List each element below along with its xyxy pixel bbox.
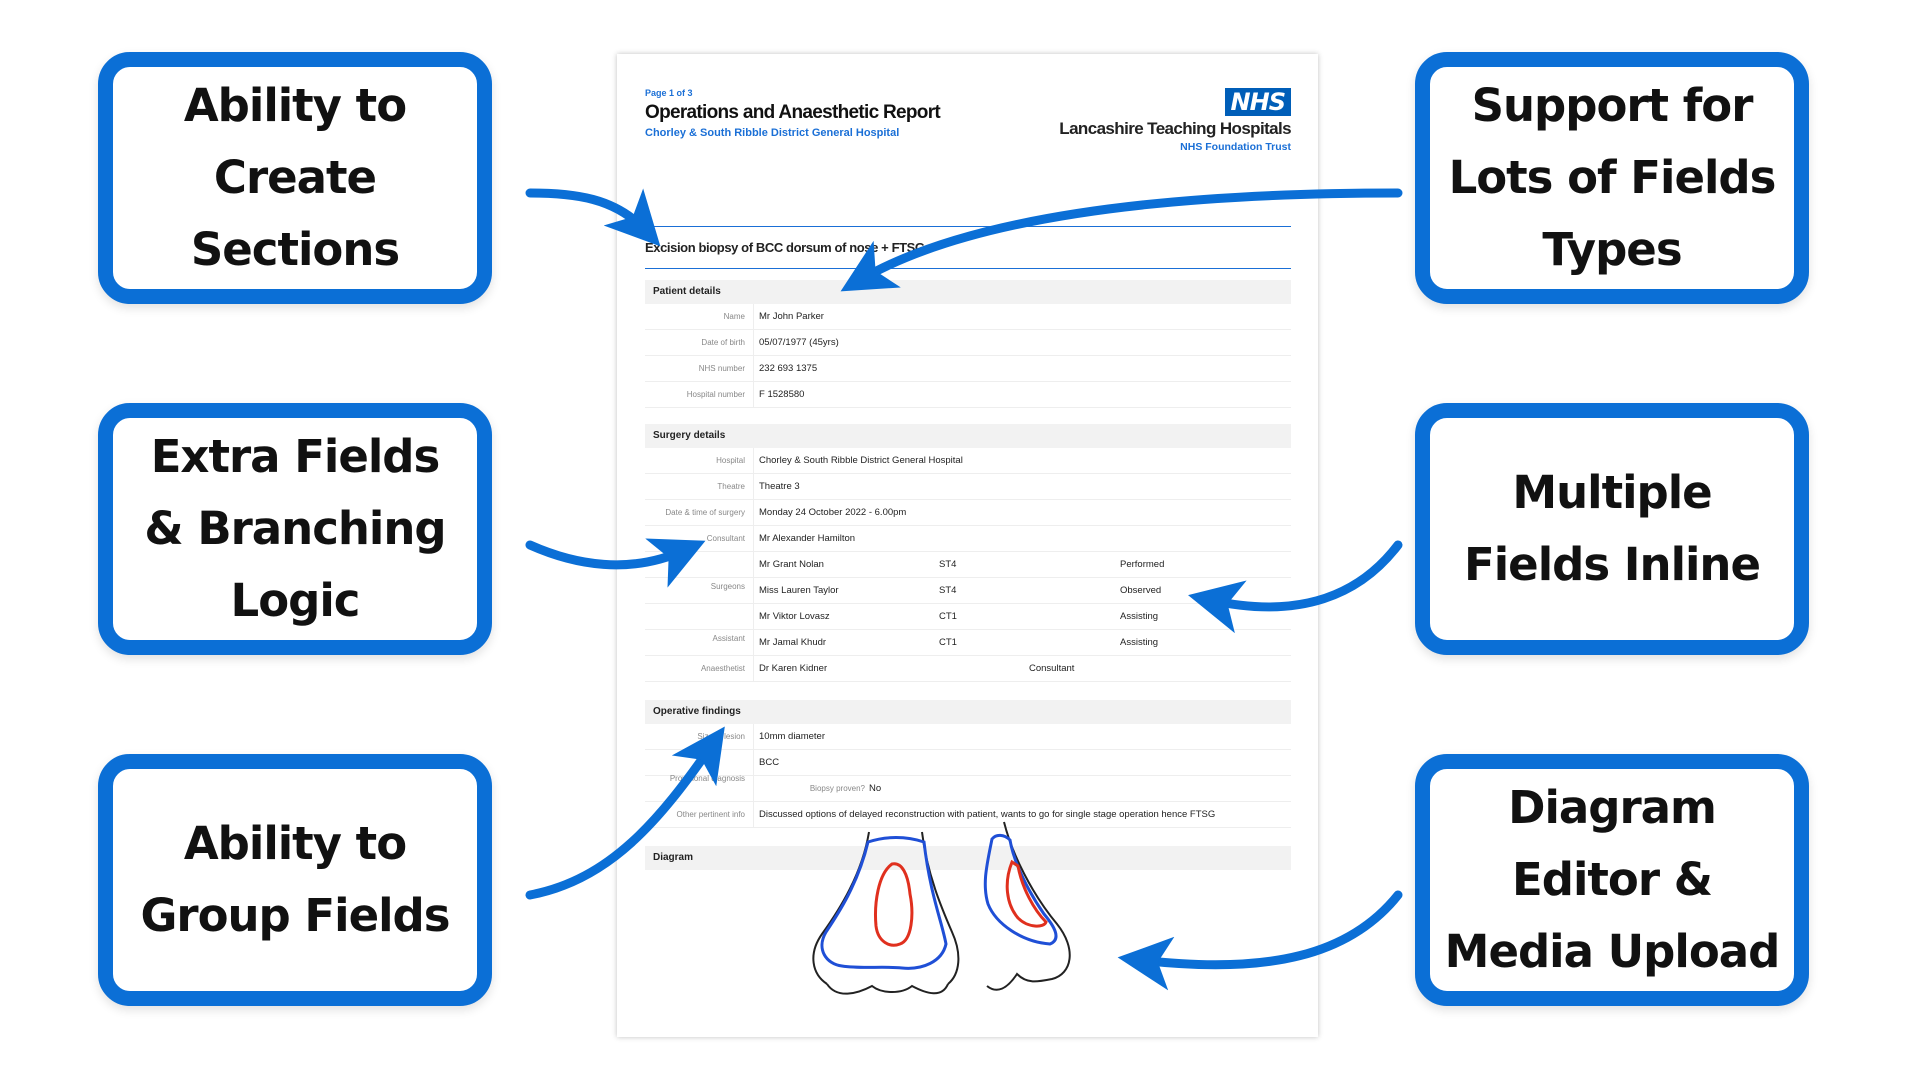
team-row: Miss Lauren Taylor ST4 Observed xyxy=(645,578,1291,604)
section-patient-details: Patient details xyxy=(645,280,1291,304)
field-value: 232 693 1375 xyxy=(759,363,818,374)
field-label: Other pertinent info xyxy=(676,810,745,819)
callout-group-fields: Ability to Group Fields xyxy=(98,754,492,1006)
callout-text: Ability to Group Fields xyxy=(140,817,450,942)
section-operative-findings: Operative findings xyxy=(645,700,1291,724)
field-value: Discussed options of delayed reconstruct… xyxy=(759,809,1216,820)
surgery-row: Hospital Chorley & South Ribble District … xyxy=(645,448,1291,474)
report-content: Page 1 of 3 Operations and Anaesthetic R… xyxy=(645,88,1292,870)
surgery-row: Date & time of surgery Monday 24 October … xyxy=(645,500,1291,526)
callout-text: Diagram Editor & Media Upload xyxy=(1444,781,1781,978)
team-role: Assisting xyxy=(1120,611,1159,622)
field-value: 10mm diameter xyxy=(759,731,825,742)
nose-side-outer-region xyxy=(983,833,1058,946)
nose-front-outer-region xyxy=(820,836,948,970)
team-grade: ST4 xyxy=(939,585,957,596)
procedure-divider xyxy=(645,268,1291,269)
column-divider xyxy=(753,304,754,408)
team-name: Mr Jamal Khudr xyxy=(759,637,827,648)
field-value: 05/07/1977 (45yrs) xyxy=(759,337,839,348)
nose-side-lesion xyxy=(1005,859,1048,928)
header-divider xyxy=(645,226,1291,227)
field-value: Mr Alexander Hamilton xyxy=(759,533,856,544)
callout-text: Support for Lots of Fields Types xyxy=(1448,79,1777,276)
team-row: Mr Viktor Lovasz CT1 Assisting xyxy=(645,604,1291,630)
field-label: Date & time of surgery xyxy=(665,508,745,517)
field-label: Hospital xyxy=(716,456,745,465)
callout-text: Multiple Fields Inline xyxy=(1464,466,1761,591)
trust-header: NHS Lancashire Teaching Hospitals NHS Fo… xyxy=(1059,88,1292,153)
patient-row: NHS number 232 693 1375 xyxy=(645,356,1291,382)
biopsy-label: Biopsy proven? xyxy=(809,784,865,793)
team-grade: ST4 xyxy=(939,559,957,570)
team-row: Mr Grant Nolan ST4 Performed xyxy=(645,552,1291,578)
field-value: Monday 24 October 2022 - 6.00pm xyxy=(759,507,907,518)
surgery-row: Consultant Mr Alexander Hamilton xyxy=(645,526,1291,552)
trust-name: Lancashire Teaching Hospitals xyxy=(1059,119,1291,138)
anaesthetist-row: Anaesthetist Dr Karen Kidner Consultant xyxy=(645,656,1291,682)
field-label: NHS number xyxy=(698,364,745,373)
section-surgery-details: Surgery details xyxy=(645,424,1291,448)
callout-text: Ability to Create Sections xyxy=(183,79,407,276)
nose-diagram xyxy=(812,821,1071,995)
callout-inline-fields: Multiple Fields Inline xyxy=(1415,403,1809,655)
callout-diagram-editor: Diagram Editor & Media Upload xyxy=(1415,754,1809,1006)
anaesthetist-grade: Consultant xyxy=(1029,663,1075,674)
field-label: Size of lesion xyxy=(697,732,745,741)
nhs-logo: NHS xyxy=(1224,88,1291,116)
report-title: Operations and Anaesthetic Report xyxy=(645,102,941,123)
field-value: Chorley & South Ribble District General … xyxy=(759,455,963,466)
field-value: Mr John Parker xyxy=(759,311,824,322)
surgeons-label: Surgeons xyxy=(710,582,745,591)
biopsy-value: No xyxy=(869,783,882,794)
nose-front-outline xyxy=(921,831,960,985)
team-role: Performed xyxy=(1120,559,1165,570)
field-label: Consultant xyxy=(706,534,745,543)
hospital-name: Chorley & South Ribble District General … xyxy=(645,127,900,139)
surgery-row: Theatre Theatre 3 xyxy=(645,474,1291,500)
patient-row: Hospital number F 1528580 xyxy=(645,382,1291,408)
nose-side-outline xyxy=(986,821,1071,991)
callout-text: Extra Fields & Branching Logic xyxy=(144,430,446,627)
field-label: Theatre xyxy=(717,482,745,491)
team-role: Assisting xyxy=(1120,637,1159,648)
nose-front-lesion xyxy=(874,862,914,947)
team-name: Miss Lauren Taylor xyxy=(759,585,839,596)
field-label: Name xyxy=(723,312,745,321)
patient-row: Date of birth 05/07/1977 (45yrs) xyxy=(645,330,1291,356)
foundation-trust: NHS Foundation Trust xyxy=(1180,141,1291,153)
field-label: Date of birth xyxy=(701,338,745,347)
team-role: Observed xyxy=(1120,585,1162,596)
field-value: BCC xyxy=(759,757,780,768)
anaesthetist-name: Dr Karen Kidner xyxy=(759,663,828,674)
patient-row: Name Mr John Parker xyxy=(645,304,1291,330)
page-number: Page 1 of 3 xyxy=(645,88,693,98)
team-name: Mr Viktor Lovasz xyxy=(759,611,830,622)
team-grade: CT1 xyxy=(939,637,957,648)
field-label: Hospital number xyxy=(686,390,745,399)
column-divider xyxy=(753,448,754,682)
findings-row: Biopsy proven? No xyxy=(645,776,1291,802)
field-value: Theatre 3 xyxy=(759,481,800,492)
nose-front-nostrils xyxy=(826,983,949,995)
field-label: Anaesthetist xyxy=(700,664,745,673)
assistant-label: Assistant xyxy=(712,634,745,643)
team-row: Mr Jamal Khudr CT1 Assisting xyxy=(645,630,1291,656)
callout-create-sections: Ability to Create Sections xyxy=(98,52,492,304)
findings-row: BCC xyxy=(645,750,1291,776)
diagnosis-label: Provisional diagnosis xyxy=(669,774,745,783)
callout-branching-logic: Extra Fields & Branching Logic xyxy=(98,403,492,655)
procedure-title: Excision biopsy of BCC dorsum of nose + … xyxy=(645,240,925,255)
field-value: F 1528580 xyxy=(759,389,805,400)
column-divider xyxy=(753,724,754,828)
findings-row: Size of lesion 10mm diameter xyxy=(645,724,1291,750)
team-grade: CT1 xyxy=(939,611,957,622)
team-name: Mr Grant Nolan xyxy=(759,559,824,570)
callout-field-types: Support for Lots of Fields Types xyxy=(1415,52,1809,304)
